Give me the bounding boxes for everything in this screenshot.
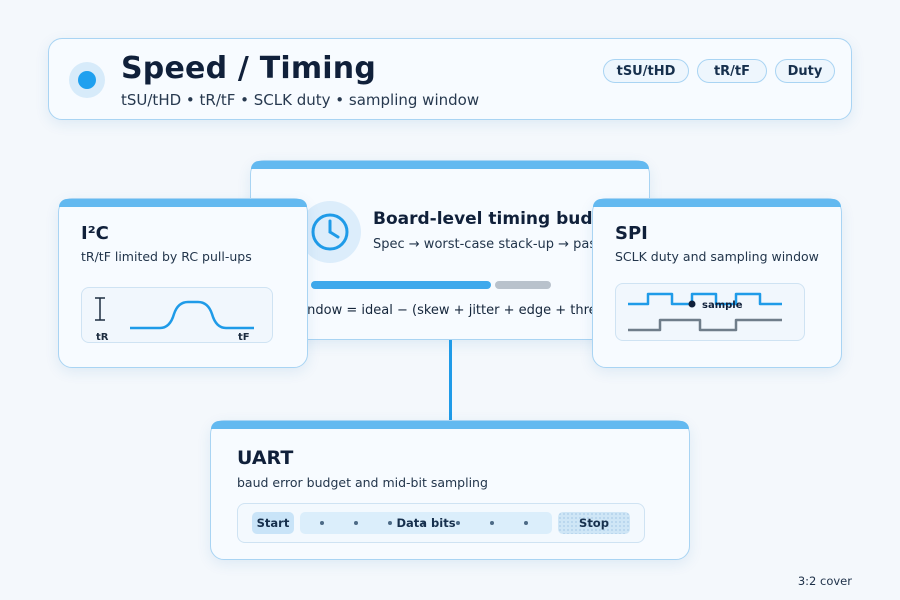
card-accent-bar [59, 199, 307, 207]
i2c-title: I²C [81, 223, 109, 244]
i2c-subtitle: tR/tF limited by RC pull-ups [81, 249, 252, 264]
connector-line [449, 340, 452, 420]
bit-dot [354, 521, 358, 525]
card-accent-bar [211, 421, 689, 429]
timing-window-formula: Window = ideal − (skew + jitter + edge +… [291, 303, 637, 318]
bit-dot [388, 521, 392, 525]
timing-budget-card: Board-level timing budget Spec → worst-c… [250, 160, 650, 340]
status-dot-icon [69, 62, 105, 98]
sample-label: sample [702, 300, 743, 311]
sample-point-marker [688, 300, 696, 308]
timing-budget-title: Board-level timing budget [373, 209, 625, 229]
tag-pill-tsu-thd: tSU/tHD [603, 59, 689, 83]
rise-time-label: tR [96, 332, 109, 343]
tag-pill-tr-tf: tR/tF [697, 59, 767, 83]
uart-card: UART baud error budget and mid-bit sampl… [210, 420, 690, 560]
budget-used-bar [311, 281, 491, 289]
budget-remaining-bar [495, 281, 551, 289]
uart-frame: Start Data bits Stop [237, 503, 645, 543]
header-card: Speed / Timing tSU/tHD • tR/tF • SCLK du… [48, 38, 852, 120]
data-bits-label: Data bits [396, 516, 456, 530]
spi-waveform: sample [615, 283, 805, 341]
bit-dot [456, 521, 460, 525]
clock-icon [299, 201, 361, 263]
spi-title: SPI [615, 223, 648, 244]
start-bit-segment: Start [252, 512, 294, 534]
uart-title: UART [237, 447, 294, 469]
aspect-ratio-note: 3:2 cover [797, 574, 852, 588]
page-title: Speed / Timing [121, 51, 377, 86]
bit-dot [320, 521, 324, 525]
i2c-card: I²C tR/tF limited by RC pull-ups tR tF [58, 198, 308, 368]
uart-subtitle: baud error budget and mid-bit sampling [237, 475, 488, 490]
bit-dot [422, 521, 426, 525]
card-accent-bar [593, 199, 841, 207]
tag-pill-duty: Duty [775, 59, 835, 83]
timing-budget-subtitle: Spec → worst-case stack-up → pass [373, 237, 603, 252]
stop-bit-segment: Stop [558, 512, 630, 534]
fall-time-label: tF [238, 332, 250, 343]
card-accent-bar [251, 161, 649, 169]
spi-card: SPI SCLK duty and sampling window sample [592, 198, 842, 368]
data-bits-segment: Data bits [300, 512, 552, 534]
spi-subtitle: SCLK duty and sampling window [615, 249, 819, 264]
bit-dot [524, 521, 528, 525]
i2c-waveform: tR tF [81, 287, 273, 343]
bit-dot [490, 521, 494, 525]
page-subtitle: tSU/tHD • tR/tF • SCLK duty • sampling w… [121, 91, 480, 109]
